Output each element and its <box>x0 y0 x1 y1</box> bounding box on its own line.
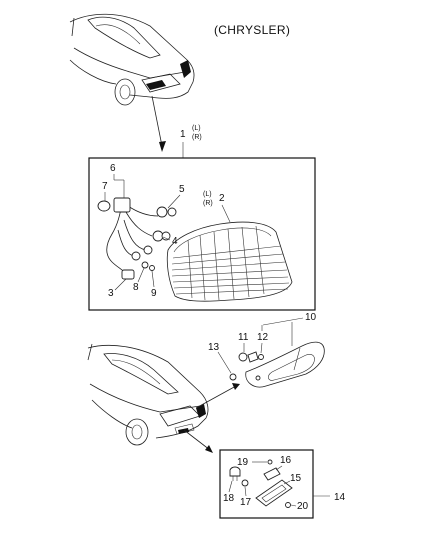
callout-1-right: (R) <box>192 134 202 141</box>
callout-13: 13 <box>208 342 220 353</box>
callout-15: 15 <box>290 473 302 484</box>
callout-20: 20 <box>297 501 309 512</box>
brand-label: (CHRYSLER) <box>214 23 290 37</box>
callout-2-left: (L) <box>203 191 212 198</box>
tail-lamp-location-marker <box>146 80 166 90</box>
callout-7: 7 <box>102 181 108 192</box>
callout-10: 10 <box>305 312 317 323</box>
callout-18: 18 <box>223 493 235 504</box>
callout-2: 2 <box>219 193 225 204</box>
callout-11: 11 <box>238 332 249 343</box>
callout-1: 1 <box>180 129 186 140</box>
side-lamp-assembly <box>229 341 325 388</box>
wiring-harness-sockets <box>97 197 177 280</box>
callout-9: 9 <box>151 288 157 299</box>
pointer-arrow-middle <box>195 383 240 409</box>
vehicle-bottom-illustration <box>87 343 209 446</box>
callout-16: 16 <box>280 455 292 466</box>
license-lamp-box <box>219 449 314 519</box>
callout-1-left: (L) <box>192 125 201 132</box>
license-lamp-parts <box>229 459 293 508</box>
vehicle-top-illustration <box>69 13 195 106</box>
callout-6: 6 <box>110 163 116 174</box>
callout-8: 8 <box>133 282 139 293</box>
callout-12: 12 <box>257 332 269 343</box>
tail-lamp-assembly-box <box>88 157 316 311</box>
pointer-arrow-top <box>151 95 166 152</box>
callout-19: 19 <box>237 457 249 468</box>
callout-14: 14 <box>334 492 346 503</box>
callout-3: 3 <box>108 288 114 299</box>
callout-4: 4 <box>172 236 178 247</box>
tail-lamp-lens <box>166 221 293 302</box>
pointer-arrow-bottom <box>183 429 213 453</box>
callout-2-right: (R) <box>203 200 213 207</box>
callout-17: 17 <box>240 497 252 508</box>
callout-5: 5 <box>179 184 185 195</box>
